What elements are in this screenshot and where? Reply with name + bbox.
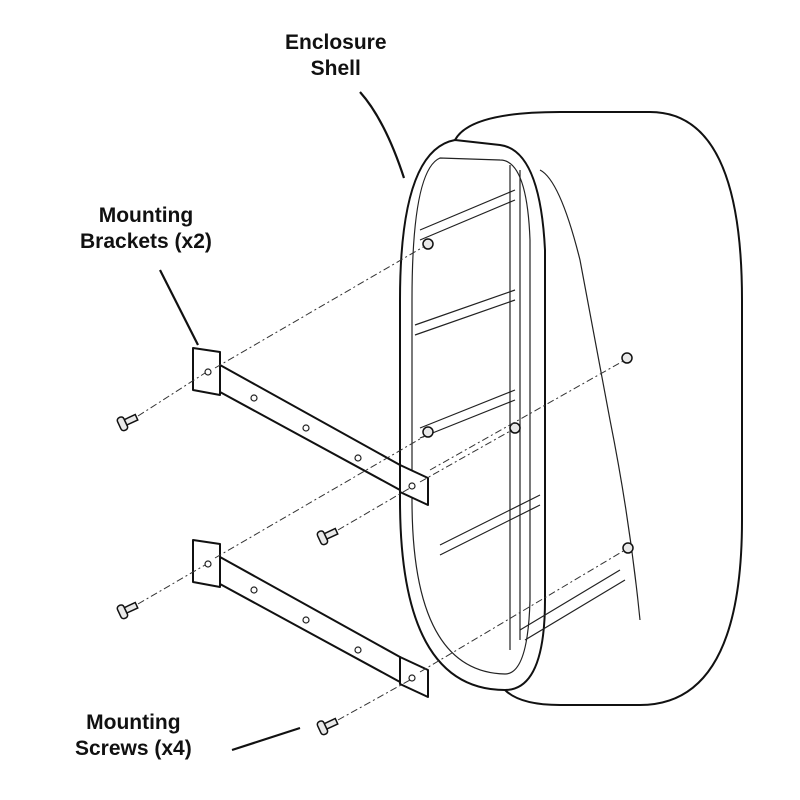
- alignment-lines: [137, 245, 626, 721]
- label-line: Enclosure: [285, 31, 387, 54]
- label-mounting-screws: Mounting Screws (x4): [75, 710, 192, 762]
- leader-mounting-brackets: [159, 269, 199, 346]
- label-line: Brackets (x2): [80, 230, 212, 253]
- leader-mounting-screws: [231, 726, 301, 752]
- label-line: Shell: [310, 57, 361, 80]
- mounting-bracket-upper: [192, 347, 429, 506]
- label-enclosure-shell: Enclosure Shell: [285, 30, 387, 82]
- enclosure-shell: [399, 111, 743, 706]
- label-line: Mounting: [98, 204, 194, 227]
- label-line: Mounting: [86, 711, 181, 734]
- mounting-bracket-lower: [192, 539, 429, 698]
- mounting-screws: [116, 413, 339, 736]
- label-line: Screws (x4): [75, 737, 192, 760]
- leader-enclosure-shell: [359, 91, 406, 179]
- label-mounting-brackets: Mounting Brackets (x2): [80, 203, 212, 255]
